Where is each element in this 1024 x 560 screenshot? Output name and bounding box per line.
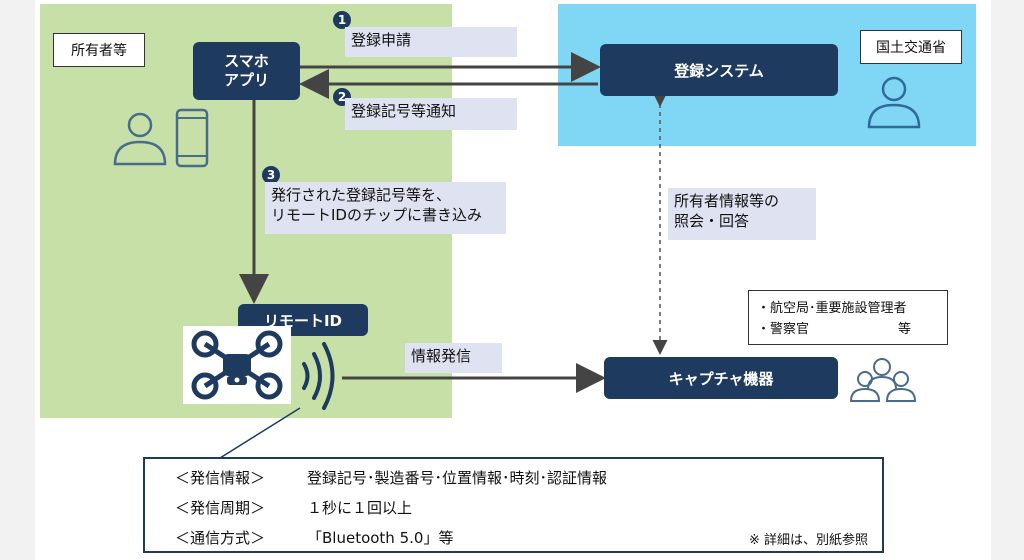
agency-item: ・警察官 [757, 322, 810, 337]
info-value: １秒に１回以上 [307, 499, 413, 517]
group-icon [849, 358, 917, 402]
registration-system-node: 登録システム [600, 44, 838, 96]
signal-waves-icon [302, 342, 335, 410]
callout-pointer [219, 407, 301, 459]
step-3-label: 発行された登録記号等を、 リモートIDのチップに書き込み [265, 182, 506, 234]
info-key: ＜発信周期＞ [175, 499, 266, 517]
person-icon [113, 112, 167, 166]
step-1-badge: 1 [333, 11, 351, 29]
agency-item: ・航空局･重要施設管理者 [757, 301, 907, 316]
person-icon [867, 76, 921, 129]
owner-label: 所有者等 [53, 33, 145, 67]
drone-icon [191, 330, 283, 400]
agencies-suffix: 等 [898, 322, 912, 337]
inquiry-label: 所有者情報等の 照会・回答 [668, 188, 816, 240]
info-key: ＜発信情報＞ [175, 469, 266, 487]
smartphone-app-node: スマホ アプリ [193, 42, 300, 100]
capture-device-node: キャプチャ機器 [604, 357, 838, 399]
info-row: ＜発信情報＞ 登録記号･製造番号･位置情報･時刻･認証情報 [175, 467, 607, 488]
info-row: ＜通信方式＞ 「Bluetooth 5.0」等 [175, 527, 453, 548]
step-2-label: 登録記号等通知 [345, 98, 517, 130]
info-value: 「Bluetooth 5.0」等 [307, 529, 454, 547]
agencies-box: ・航空局･重要施設管理者 ・警察官 等 [748, 290, 948, 345]
smartphone-icon [175, 108, 209, 168]
info-key: ＜通信方式＞ [175, 529, 266, 547]
info-value: 登録記号･製造番号･位置情報･時刻･認証情報 [307, 469, 608, 487]
step-3-badge: 3 [262, 166, 280, 184]
detail-note: ※ 詳細は、別紙参照 [748, 533, 868, 548]
broadcast-info-box: ＜発信情報＞ 登録記号･製造番号･位置情報･時刻･認証情報 ＜発信周期＞ １秒に… [143, 457, 884, 553]
step-1-label: 登録申請 [345, 27, 517, 57]
info-row: ＜発信周期＞ １秒に１回以上 [175, 497, 412, 518]
drone-icon-frame [183, 326, 291, 404]
mlit-label: 国土交通省 [860, 30, 962, 64]
broadcast-label: 情報発信 [405, 343, 502, 373]
